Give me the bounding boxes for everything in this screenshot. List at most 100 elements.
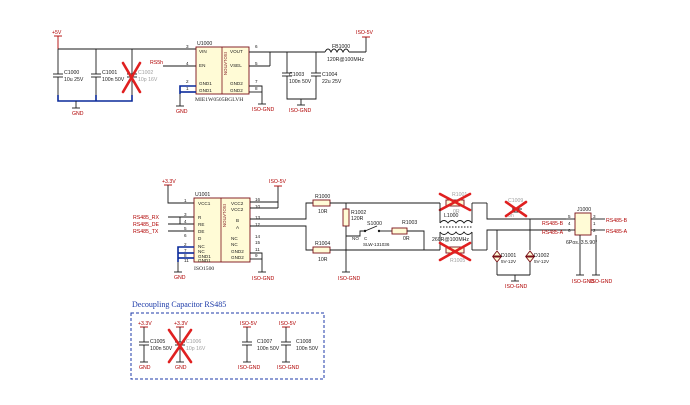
iso-gnd-symbol-u1000: ISO-GND: [252, 103, 274, 113]
svg-text:15: 15: [255, 240, 261, 245]
tvs-d1001: D1001 5V-12V: [492, 230, 517, 275]
svg-text:U1000: U1000: [197, 41, 212, 47]
svg-text:GND: GND: [174, 275, 186, 281]
svg-text:EN: EN: [199, 63, 205, 68]
svg-text:12: 12: [255, 222, 261, 227]
cap-c1003: C1003 100n 50V: [282, 72, 312, 93]
svg-text:22u 25V: 22u 25V: [322, 79, 342, 85]
gnd-symbol-top: GND: [72, 101, 84, 117]
svg-text:C1007: C1007: [257, 339, 272, 345]
cap-c1001: C1001 100n 50V: [91, 70, 125, 95]
svg-text:ISO-5V: ISO-5V: [356, 30, 374, 36]
svg-text:4: 4: [184, 219, 187, 224]
svg-text:ISO-GND: ISO-GND: [238, 365, 260, 371]
net-label-rs485-tx: RS485_TX: [133, 229, 194, 235]
svg-text:13: 13: [255, 215, 261, 220]
iso-gnd-symbol-j1000-right: ISO-GND: [590, 274, 612, 285]
svg-text:5V-12V: 5V-12V: [501, 259, 517, 264]
svg-text:R: R: [198, 215, 202, 220]
svg-text:ISO-GND: ISO-GND: [277, 365, 299, 371]
svg-text:S1000: S1000: [367, 221, 382, 227]
svg-text:8: 8: [184, 253, 187, 258]
rs485-transceiver-section: +3.3V RS485_RX RS485_DE RS485_TX U1001 I…: [133, 179, 628, 290]
converter-u1000: U1000 ISOLATION VIN EN GND1 GND1 VOUT VS…: [186, 41, 258, 103]
svg-text:RS485_TX: RS485_TX: [133, 229, 159, 235]
svg-text:3: 3: [593, 214, 596, 219]
svg-text:MIE1W0505BGLVH: MIE1W0505BGLVH: [195, 97, 243, 103]
net-label-out-rs485-a: RS485-A: [606, 229, 628, 235]
svg-text:C1005: C1005: [150, 339, 165, 345]
svg-text:2: 2: [186, 79, 189, 84]
svg-text:7: 7: [184, 248, 187, 253]
svg-text:L1000: L1000: [444, 213, 459, 219]
svg-text:100n 50V: 100n 50V: [102, 77, 125, 83]
resistor-r1004: R1004 10R: [312, 241, 331, 263]
svg-text:R1001: R1001: [452, 192, 467, 198]
svg-text:GND1: GND1: [198, 254, 211, 259]
svg-text:1: 1: [186, 86, 189, 91]
svg-text:16: 16: [255, 197, 261, 202]
svg-text:5: 5: [184, 226, 187, 231]
cap-c1002-not-fitted: C1002 10p 16V: [121, 61, 158, 95]
svg-text:C1000: C1000: [64, 70, 79, 76]
svg-text:7: 7: [255, 79, 258, 84]
svg-text:+3.3V: +3.3V: [138, 321, 152, 327]
iso-gnd-symbol-switch: ISO-GND: [338, 271, 360, 282]
net-label-rs5h: RS5h: [150, 60, 196, 67]
svg-text:9: 9: [255, 253, 258, 258]
svg-text:GND1: GND1: [199, 81, 212, 86]
svg-text:2: 2: [593, 228, 596, 233]
decoupling-cap-c1005: +3.3V GND C1005 100n 50V: [138, 321, 173, 371]
svg-text:VOUT: VOUT: [230, 49, 243, 54]
svg-text:0R: 0R: [403, 236, 410, 242]
svg-text:100n 50V: 100n 50V: [257, 346, 280, 352]
resistor-r1002: R1002 120R: [342, 208, 366, 227]
svg-text:R1005: R1005: [450, 258, 465, 264]
svg-text:10p 16V: 10p 16V: [186, 346, 206, 352]
svg-text:0R: 0R: [453, 209, 460, 215]
svg-text:J1000: J1000: [577, 207, 591, 213]
cap-c1009-not-fitted: C1009 5n: [504, 198, 528, 219]
svg-text:2: 2: [184, 242, 187, 247]
svg-text:ISO-5V: ISO-5V: [279, 321, 297, 327]
svg-text:RS485_DE: RS485_DE: [133, 222, 159, 228]
svg-text:GND: GND: [175, 365, 187, 371]
svg-text:D: D: [198, 236, 202, 241]
svg-text:ISO-GND: ISO-GND: [252, 276, 274, 282]
net-label-rs485-rx: RS485_RX: [133, 215, 194, 221]
svg-text:B: B: [236, 218, 239, 223]
svg-text:D1002: D1002: [534, 253, 549, 259]
switch-s1000: S1000 NO C SLW-131036: [352, 221, 390, 247]
svg-text:RS485_RX: RS485_RX: [133, 215, 159, 221]
svg-text:5V-12V: 5V-12V: [534, 259, 550, 264]
svg-text:RE: RE: [198, 222, 204, 227]
svg-text:C1006: C1006: [186, 339, 201, 345]
svg-text:RS5h: RS5h: [150, 60, 163, 66]
svg-text:R1002: R1002: [351, 210, 366, 216]
decoupling-cap-c1006-not-fitted: +3.3V GND C1006 10p 16V: [167, 321, 206, 371]
iso-gnd-symbol-u1001: ISO-GND: [252, 271, 274, 282]
gnd-symbol-u1001: GND: [174, 262, 186, 281]
power-flag-iso5v-u1001: ISO-5V: [269, 179, 287, 187]
svg-text:5: 5: [568, 214, 571, 219]
svg-text:ISO-GND: ISO-GND: [590, 279, 612, 285]
power-flag-plus3v3: +3.3V: [162, 179, 176, 186]
connector-j1000: J1000 5 4 6 3 1 2 6Pos. 3.5.90° RS485-B …: [542, 207, 597, 246]
decoupling-cap-c1007: ISO-5V ISO-GND C1007 100n 50V: [238, 321, 280, 371]
power-flag-iso5v-top: ISO-5V: [356, 30, 374, 38]
choke-l1000: L1000 260R@100MHz: [432, 213, 473, 243]
svg-text:GND: GND: [176, 109, 188, 115]
iso-gnd-symbol-caps: ISO-GND: [289, 99, 311, 114]
svg-text:5n: 5n: [508, 213, 514, 219]
svg-text:8: 8: [255, 86, 258, 91]
svg-text:1: 1: [593, 221, 596, 226]
svg-text:D1001: D1001: [501, 253, 516, 259]
svg-text:100n 50V: 100n 50V: [289, 79, 312, 85]
svg-text:6: 6: [184, 233, 187, 238]
svg-text:C1003: C1003: [289, 72, 304, 78]
resistor-r1000: R1000 10R: [312, 194, 331, 215]
svg-text:120R: 120R: [351, 216, 364, 222]
svg-text:ISO-GND: ISO-GND: [572, 279, 594, 285]
svg-text:C1004: C1004: [322, 72, 337, 78]
